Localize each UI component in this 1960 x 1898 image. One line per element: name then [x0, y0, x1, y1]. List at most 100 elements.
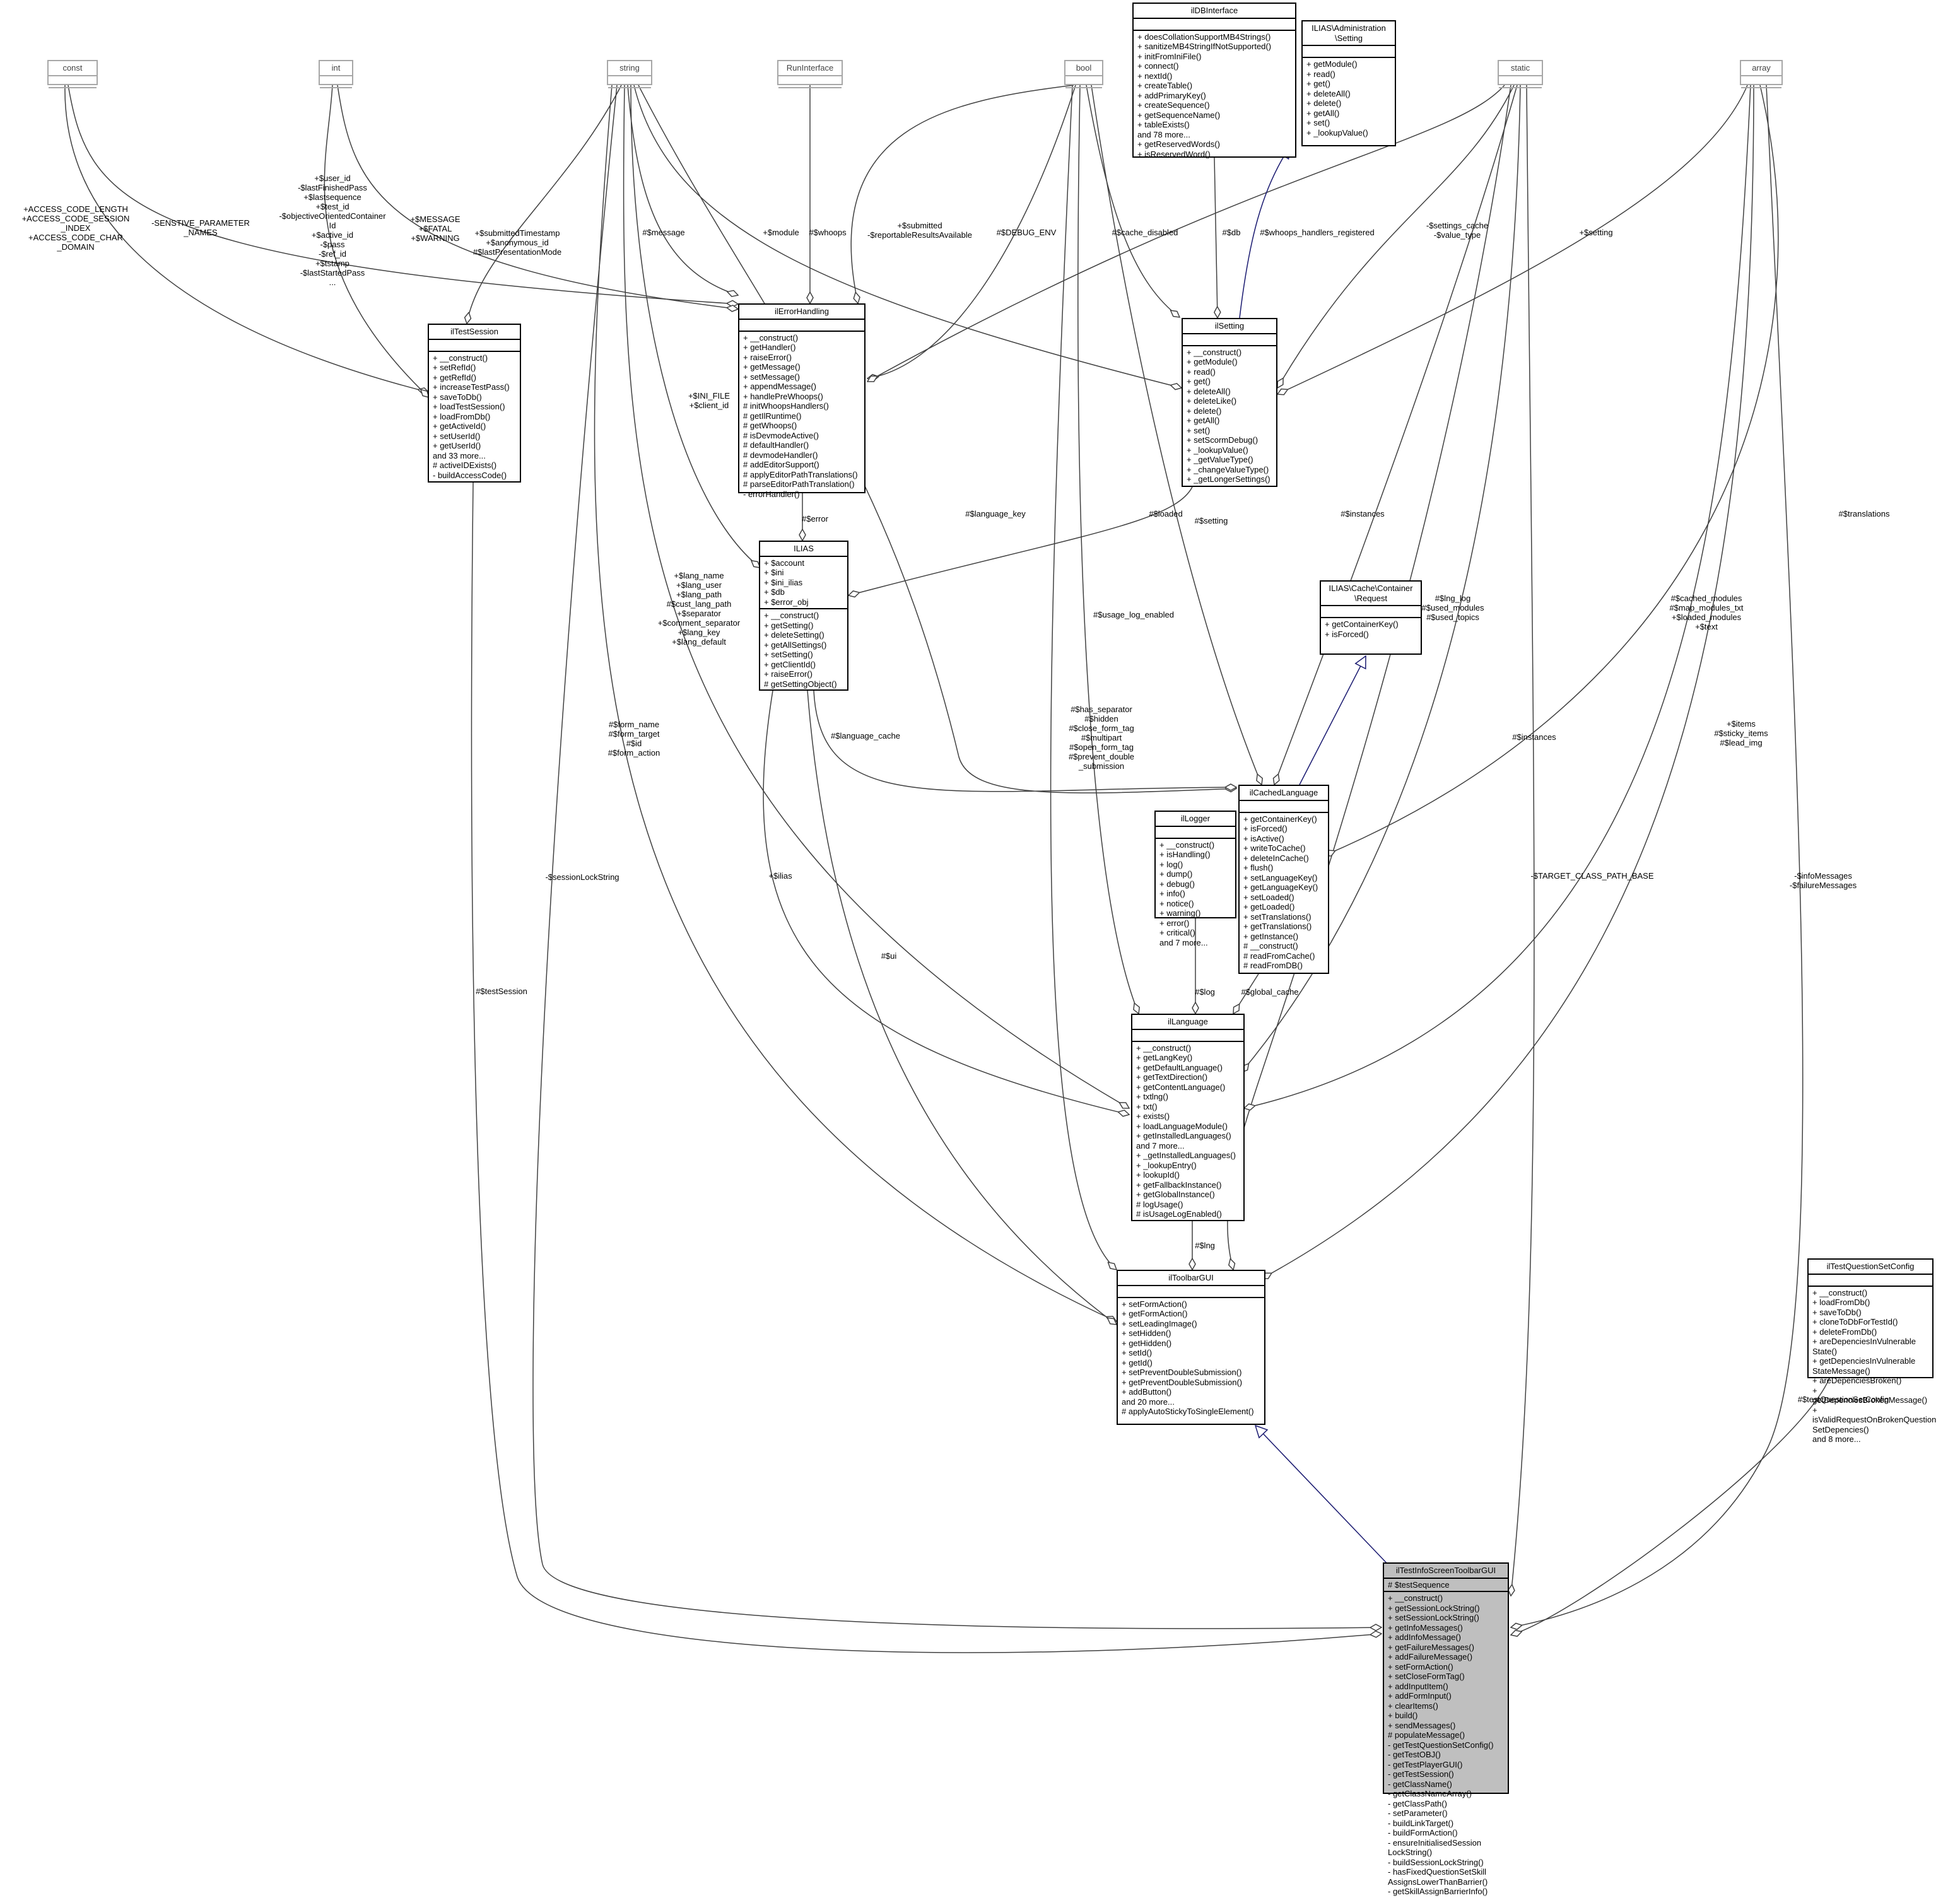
class-ilsetting: ilSetting + __construct() + getModule() …: [1182, 318, 1277, 487]
edge-int-testsession: [324, 85, 429, 397]
edge-label-language-toolbar: #$lng: [1195, 1241, 1215, 1250]
edge-setting-implements-adminsetting: [1239, 146, 1290, 319]
edge-label-int-session: +$user_id-$lastFinishedPass+$lastsequenc…: [279, 173, 386, 287]
class-int: int: [319, 60, 353, 88]
edge-label-string-session: +$submittedTimestamp+$anonymous_id#$last…: [473, 228, 561, 257]
edge-label-error-ilias: #$error: [802, 514, 829, 524]
edge-static-cached: [1274, 85, 1518, 785]
edge-label-session-infoscreen: #$testSession: [476, 987, 527, 996]
edge-label-string-cached: #$language_key: [965, 509, 1026, 518]
class-methods: [1741, 88, 1781, 91]
edge-string-infoscreen: [532, 85, 1382, 1629]
edge-label-db-setting: #$db: [1223, 228, 1241, 237]
edge-static-toolbar: [1227, 85, 1511, 1270]
class-diagram-edges: +ACCESS_CODE_LENGTH+ACCESS_CODE_SESSION_…: [22, 85, 1890, 1653]
class-attributes: [1132, 1030, 1243, 1042]
edge-array-cached: [1325, 85, 1779, 855]
class-iltestquestionsetconfig: ilTestQuestionSetConfig + __construct() …: [1807, 1258, 1936, 1444]
class-ilias: ILIAS + $account + $ini + $ini_ilias + $…: [759, 541, 848, 691]
edge-string-cached: [638, 85, 1236, 794]
class-title: ilTestSession: [429, 325, 520, 340]
edge-label-bool-setting: #$cache_disabled: [1112, 228, 1178, 237]
edge-cached-implements-request: [1299, 656, 1366, 785]
class-string: string: [607, 60, 652, 88]
edge-label-logger-language: #$log: [1195, 987, 1215, 997]
edge-array-setting: [1277, 85, 1748, 394]
class-title: ilCachedLanguage: [1240, 786, 1328, 801]
class-title: ILIAS: [760, 542, 847, 557]
class-methods: [320, 88, 352, 91]
edge-array-infoscreen: [1511, 85, 1804, 1627]
edge-bool-toolbar: [1050, 85, 1117, 1270]
class-iltestinfoscreentoolbargui: ilTestInfoScreenToolbarGUI # $testSequen…: [1383, 1562, 1509, 1896]
edge-label-const-session: +ACCESS_CODE_LENGTH+ACCESS_CODE_SESSION_…: [22, 204, 130, 252]
edge-label-array-language: #$cached_modules#$map_modules_txt+$loade…: [1669, 594, 1743, 631]
edge-label-static-cached: #$instances: [1341, 509, 1385, 518]
edge-string-language: [623, 85, 1129, 1108]
edge-db-setting: [1214, 157, 1218, 318]
class-attributes: [49, 76, 97, 88]
edge-label-string-language: +$lang_name+$lang_user+$lang_path#$cust_…: [658, 571, 741, 647]
class-attributes: [1065, 76, 1102, 88]
edge-bool-errorhandling2: [867, 85, 1076, 378]
edge-label-static-error: #$whoops_handlers_registered: [1260, 228, 1374, 237]
edge-label-bool-cached: #$loaded: [1149, 509, 1183, 518]
class-attributes: [1741, 76, 1781, 88]
edge-label-array-cached: #$translations: [1839, 509, 1890, 518]
class-title: ilToolbarGUI: [1118, 1271, 1264, 1286]
edge-bool-setting: [1086, 85, 1180, 317]
class-ilias-cache-container-request: ILIAS\Cache\Container \Request + getCont…: [1320, 580, 1422, 655]
edge-string-errorhandling: [627, 85, 738, 295]
class-ildbinterface: ilDBInterface + doesCollationSupportMB4S…: [1132, 3, 1296, 159]
class-attributes: [1321, 606, 1421, 618]
class-attributes: [608, 76, 651, 88]
class-attributes: [429, 340, 520, 352]
class-methods: + __construct() + getSessionLockString()…: [1388, 1593, 1494, 1896]
class-attributes: [739, 320, 864, 332]
class-attributes: [1303, 46, 1395, 58]
edge-label-string-infoscreen: -$sessionLockString: [545, 872, 619, 882]
edge-label-ilias-language: +$ilias: [768, 871, 792, 881]
edge-bool-language: [1077, 85, 1139, 1014]
class-iltoolbargui: ilToolbarGUI + setFormAction() + getForm…: [1117, 1270, 1265, 1425]
class-title: ilTestInfoScreenToolbarGUI: [1384, 1564, 1508, 1579]
edge-string-setting: [633, 85, 1182, 388]
class-title: int: [320, 61, 352, 76]
class-methods: + setFormAction() + getFormAction() + se…: [1122, 1299, 1254, 1417]
class-methods: + getModule() + read() + get() + deleteA…: [1306, 59, 1368, 138]
edge-label-run-error: #$whoops: [809, 228, 847, 237]
class-methods: [1065, 88, 1102, 91]
edge-bool-cached: [1091, 85, 1262, 785]
edge-ilias-toolbar: [807, 690, 1117, 1325]
class-title: ILIAS\Cache\Container \Request: [1321, 582, 1421, 606]
edge-label-string-ilias: +$INI_FILE+$client_id: [688, 391, 730, 410]
class-methods: [608, 88, 651, 91]
edge-label-bool-error2: #$DEBUG_ENV: [997, 228, 1057, 237]
edge-label-string-toolbar: #$form_name#$form_target#$id#$form_actio…: [608, 720, 660, 758]
class-illanguage: ilLanguage + __construct() + getLangKey(…: [1131, 1014, 1245, 1221]
edge-label-setting-ilias: #$setting: [1195, 516, 1228, 525]
edge-setting-ilias: [848, 486, 1193, 595]
edge-label-static-toolbar: -$TARGET_CLASS_PATH_BASE: [1530, 871, 1653, 881]
edge-infoscreen-extends-toolbar: [1255, 1426, 1388, 1565]
class-title: ILIAS\Administration \Setting: [1303, 21, 1395, 46]
class-ilcachedlanguage: ilCachedLanguage + getContainerKey() + i…: [1238, 785, 1329, 974]
edge-int-errorhandling: [337, 85, 738, 309]
edge-session-infoscreen: [471, 482, 1382, 1653]
class-methods: + __construct() + setRefId() + getRefId(…: [433, 353, 510, 480]
edge-string-testsession: [467, 85, 622, 324]
class-attributes: [1183, 334, 1276, 346]
edge-label-string-setting: +$module: [763, 228, 799, 237]
edge-label-static-infoscreen: #$instances: [1512, 732, 1556, 742]
edge-static-setting: [1277, 85, 1515, 388]
class-title: ilDBInterface: [1134, 4, 1295, 19]
class-methods: [49, 88, 97, 91]
class-methods: + __construct() + getHandler() + raiseEr…: [743, 332, 858, 499]
class-attributes: [1156, 827, 1235, 839]
class-iltestsession: ilTestSession + __construct() + setRefId…: [428, 324, 521, 483]
edge-label-bool-language: #$usage_log_enabled: [1093, 610, 1174, 619]
edge-ilias-language: [763, 690, 1129, 1115]
class-title: static: [1499, 61, 1542, 76]
class-title: ilLanguage: [1132, 1015, 1243, 1030]
class-ilerrorhandling: ilErrorHandling + __construct() + getHan…: [738, 303, 866, 499]
